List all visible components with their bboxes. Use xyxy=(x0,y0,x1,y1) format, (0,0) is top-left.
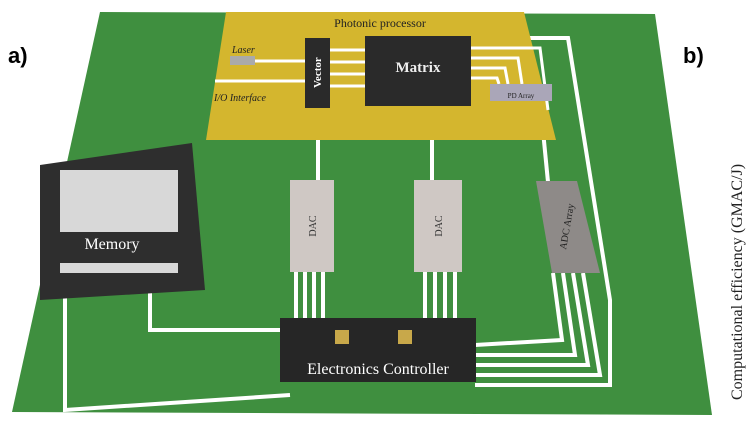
dac-2-label: DAC xyxy=(434,215,445,236)
panel-a-label: a) xyxy=(8,43,28,68)
vector-label: Vector xyxy=(312,57,324,88)
matrix-block xyxy=(365,36,471,106)
laser-icon xyxy=(230,56,255,65)
pd-array-label: PD Array xyxy=(508,92,535,100)
chip-icon xyxy=(398,330,412,344)
dac-2 xyxy=(414,180,462,272)
memory-cells xyxy=(60,170,178,232)
traces xyxy=(63,36,612,413)
pd-array xyxy=(490,84,552,101)
controller-label: Electronics Controller xyxy=(307,361,449,378)
memory-pins xyxy=(60,263,178,273)
matrix-label: Matrix xyxy=(396,60,441,76)
io-interface-label: I/O Interface xyxy=(213,93,266,104)
dac-1-label: DAC xyxy=(308,215,319,236)
dac-1 xyxy=(290,180,334,272)
optical-waveguides xyxy=(215,46,550,111)
chip-icon xyxy=(335,330,349,344)
panel-b-label: b) xyxy=(683,43,704,68)
processor-title: Photonic processor xyxy=(334,16,426,30)
laser-label: Laser xyxy=(231,45,255,56)
memory-label: Memory xyxy=(84,236,139,253)
vector-block xyxy=(305,38,330,108)
adc-array xyxy=(536,181,600,273)
b-axis-label: Computational efficiency (GMAC/J) xyxy=(729,164,746,400)
electronics-controller xyxy=(280,318,476,382)
